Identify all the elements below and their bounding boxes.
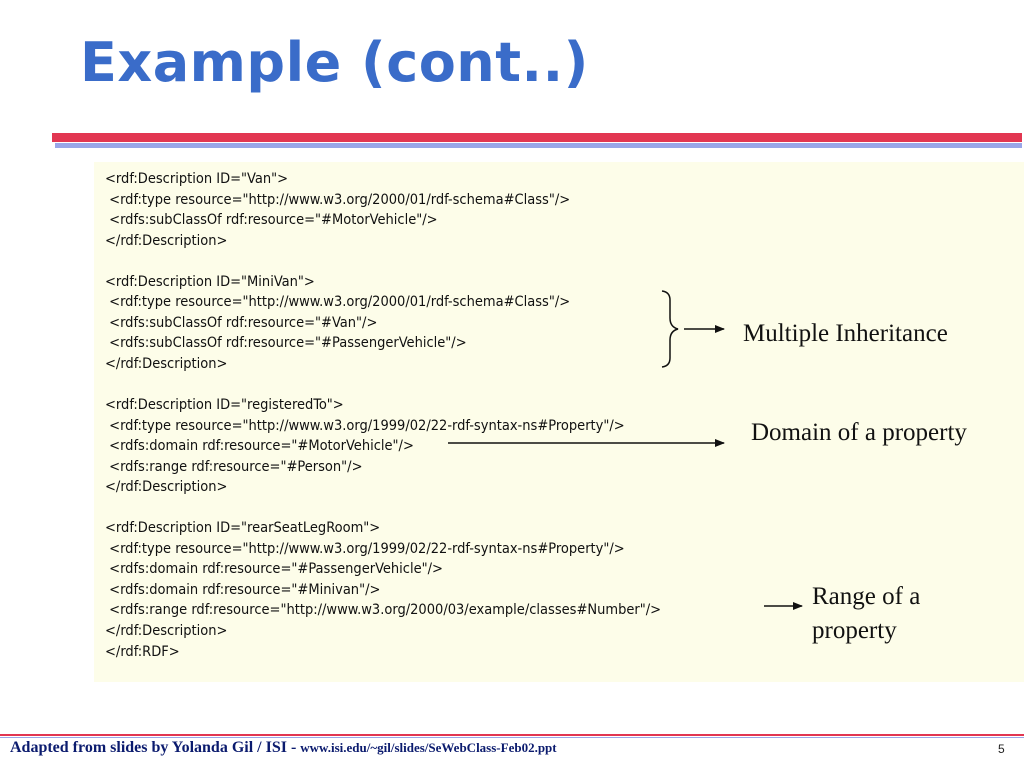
code-line: </rdf:RDF> [105,643,180,660]
rdf-code-block: <rdf:Description ID="Van"> <rdf:type res… [105,169,661,662]
page-number: 5 [998,742,1005,756]
code-line: <rdf:type resource="http://www.w3.org/20… [105,294,571,311]
code-panel [94,162,1024,682]
code-line: </rdf:Description> [105,623,228,640]
code-line: <rdf:Description ID="Van"> [105,171,289,187]
code-line: </rdf:Description> [105,355,228,372]
code-line: <rdfs:domain rdf:resource="#Minivan"/> [105,581,381,598]
curly-brace [661,290,679,368]
multiple-inheritance-label: Multiple Inheritance [743,320,948,347]
domain-of-property-label: Domain of a property [751,419,967,446]
code-line: </rdf:Description> [105,232,228,249]
code-line: <rdf:Description ID="registeredTo"> [105,397,344,414]
code-line: <rdfs:domain rdf:resource="#PassengerVeh… [105,561,443,578]
footer-credit: Adapted from slides by Yolanda Gil / ISI… [10,739,557,757]
code-line: <rdf:type resource="http://www.w3.org/20… [105,191,571,208]
footer-text: Adapted from slides by Yolanda Gil / ISI… [10,739,301,756]
code-line: <rdfs:domain rdf:resource="#MotorVehicle… [105,438,414,455]
code-line: <rdf:type resource="http://www.w3.org/19… [105,540,625,557]
code-line: <rdf:Description ID="MiniVan"> [105,273,315,290]
code-line: </rdf:Description> [105,479,228,496]
footer-rule-blue [0,737,1024,738]
footer-rule-red [0,734,1024,736]
title-rule-blue [55,143,1022,148]
footer-url: www.isi.edu/~gil/slides/SeWebClass-Feb02… [300,740,557,755]
title-rule-red [52,133,1022,142]
code-line: <rdfs:range rdf:resource="#Person"/> [105,458,363,475]
code-line: <rdfs:range rdf:resource="http://www.w3.… [105,602,662,619]
range-of-property-label: Range of a property [812,583,921,644]
code-line: <rdf:type resource="http://www.w3.org/19… [105,417,625,434]
slide-title: Example (cont..) [80,31,589,94]
code-line: <rdfs:subClassOf rdf:resource="#Van"/> [105,314,378,331]
code-line: <rdfs:subClassOf rdf:resource="#MotorVeh… [105,212,438,229]
code-line: <rdf:Description ID="rearSeatLegRoom"> [105,520,381,537]
code-line: <rdfs:subClassOf rdf:resource="#Passenge… [105,335,467,352]
